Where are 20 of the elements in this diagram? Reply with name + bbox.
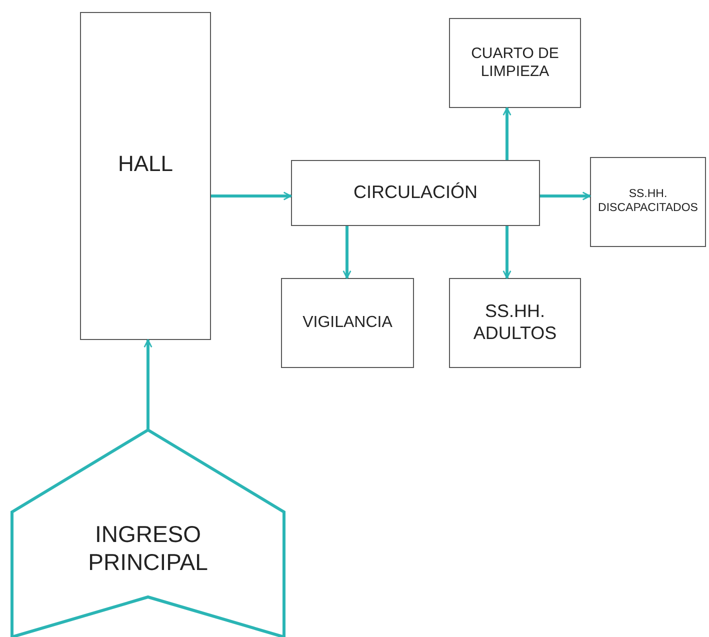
arrow	[502, 226, 512, 279]
entrance-chevron	[12, 430, 284, 637]
room-label: INGRESO PRINCIPAL	[87, 520, 209, 576]
room-box	[291, 160, 540, 226]
room-box	[449, 278, 581, 368]
room-label: SS.HH. ADULTOS	[472, 301, 558, 345]
room-label: VIGILANCIA	[302, 313, 392, 333]
room-label: SS.HH. DISCAPACITADOS	[597, 188, 699, 216]
room-label: HALL	[118, 151, 174, 178]
room-box	[449, 18, 581, 108]
room-box	[281, 278, 414, 368]
arrow	[502, 107, 512, 160]
arrow	[144, 339, 152, 430]
arrow	[540, 192, 591, 200]
arrow	[342, 226, 352, 279]
arrow	[211, 192, 292, 200]
room-box	[590, 157, 706, 247]
room-label: CIRCULACIÓN	[353, 182, 478, 204]
room-box	[80, 12, 211, 340]
room-label: CUARTO DE LIMPIEZA	[470, 45, 560, 81]
